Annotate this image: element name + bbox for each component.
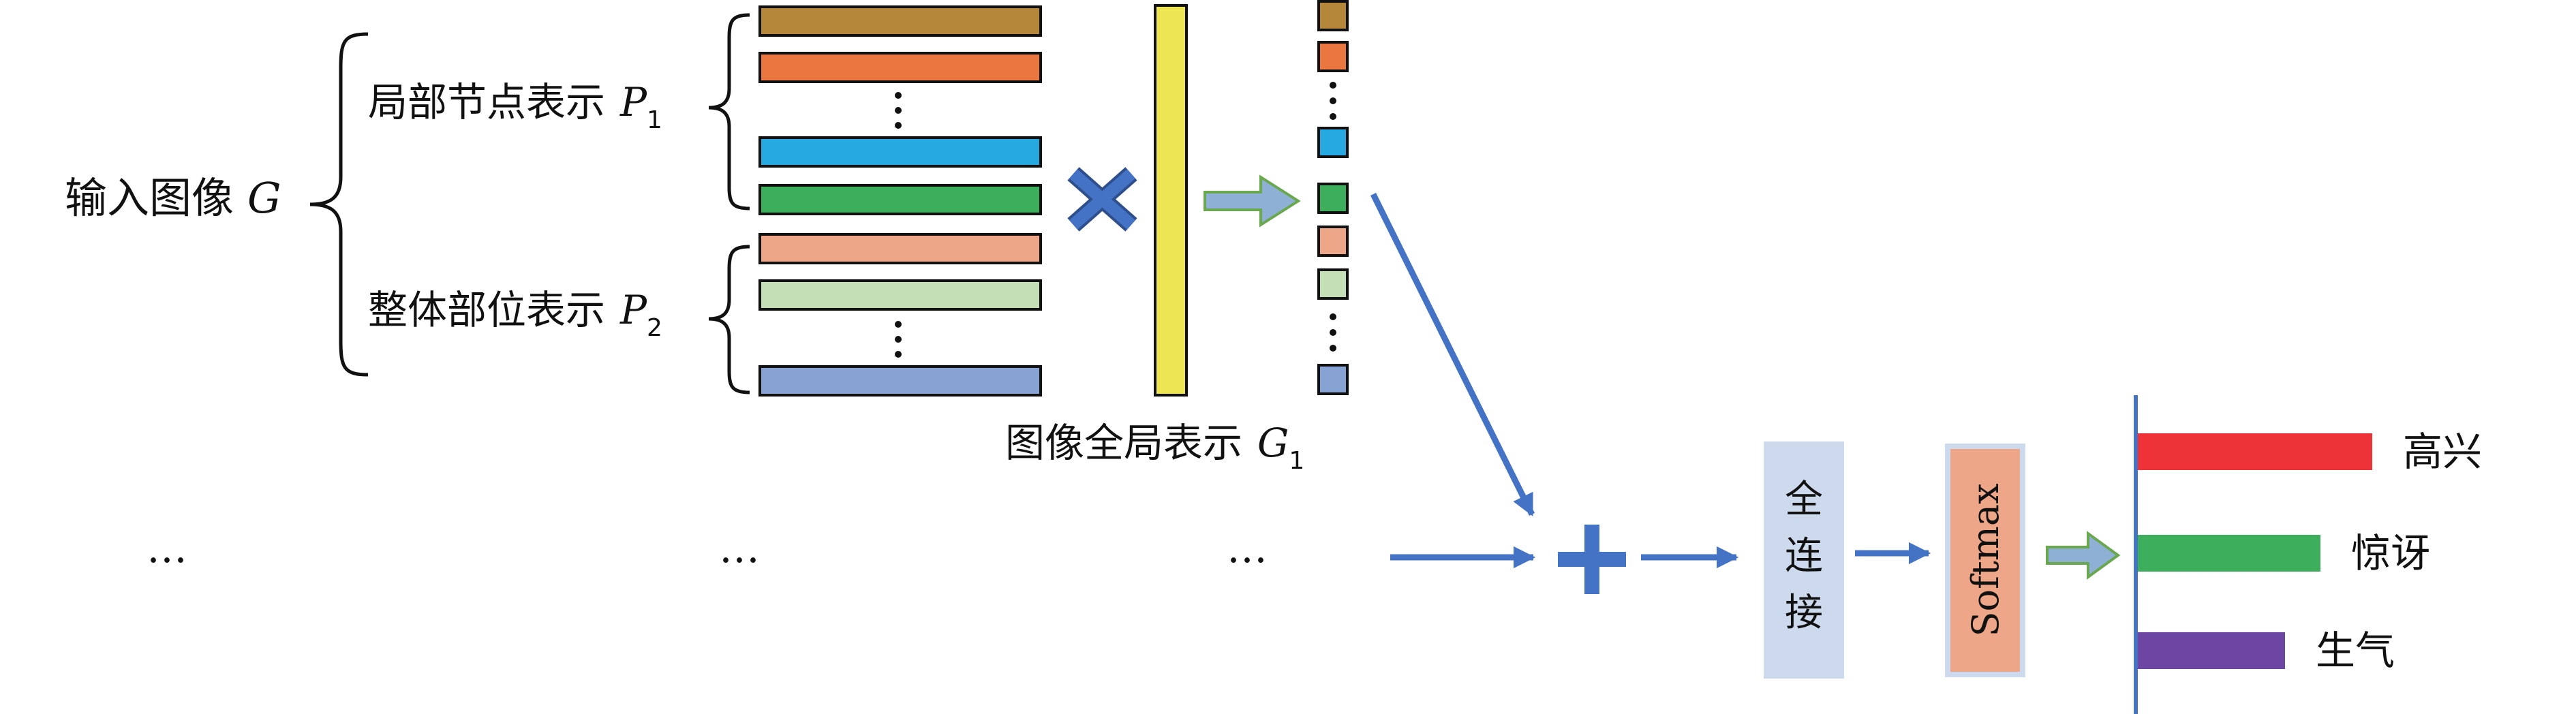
input-brace	[309, 32, 369, 377]
transform-arrow	[1203, 174, 1301, 228]
result-cell-5	[1317, 226, 1349, 257]
output-label-2: 惊讶	[2351, 530, 2430, 576]
fc-label-3: 接	[1785, 591, 1823, 635]
to-plus-arrow-diag	[1370, 193, 1535, 516]
p1-bar-3	[758, 136, 1042, 168]
p1-bar-4	[758, 184, 1042, 215]
p2-bar-3	[758, 365, 1042, 397]
fc-label-2: 连	[1785, 534, 1823, 578]
p2-brace	[708, 245, 750, 394]
ellipsis-1: …	[147, 525, 187, 572]
ellipsis-2: …	[719, 525, 760, 572]
result-dots	[1330, 82, 1336, 352]
softmax-box	[1945, 444, 2025, 677]
result-vector	[1317, 0, 1349, 395]
result-cell-3	[1317, 127, 1349, 158]
output-label-3: 生气	[2316, 627, 2395, 674]
bar-dots	[895, 92, 902, 358]
p1-bar-2	[758, 52, 1042, 83]
output-arrow	[2046, 531, 2121, 580]
p2-bar-2	[758, 279, 1042, 311]
result-cell-6	[1317, 268, 1349, 300]
output-bar-3	[2138, 632, 2285, 669]
feature-bars	[758, 5, 1042, 397]
ellipsis-3: …	[1227, 525, 1268, 572]
output-bar-1	[2138, 433, 2372, 470]
output-label-1: 高兴	[2403, 429, 2482, 475]
result-cell-7	[1317, 364, 1349, 395]
global-vector	[1154, 4, 1188, 397]
fc-box	[1764, 441, 1844, 679]
output-bar-2	[2138, 535, 2320, 572]
plus-icon	[1558, 525, 1626, 594]
fc-label-1: 全	[1785, 478, 1823, 522]
p1-bar-1	[758, 5, 1042, 37]
result-cell-4	[1317, 183, 1349, 214]
multiply-icon	[1067, 167, 1137, 232]
p1-brace	[708, 13, 750, 211]
p2-bar-1	[758, 233, 1042, 264]
result-cell-2	[1317, 41, 1349, 72]
result-cell-1	[1317, 0, 1349, 31]
softmax-label: Softmax	[1964, 483, 2007, 636]
